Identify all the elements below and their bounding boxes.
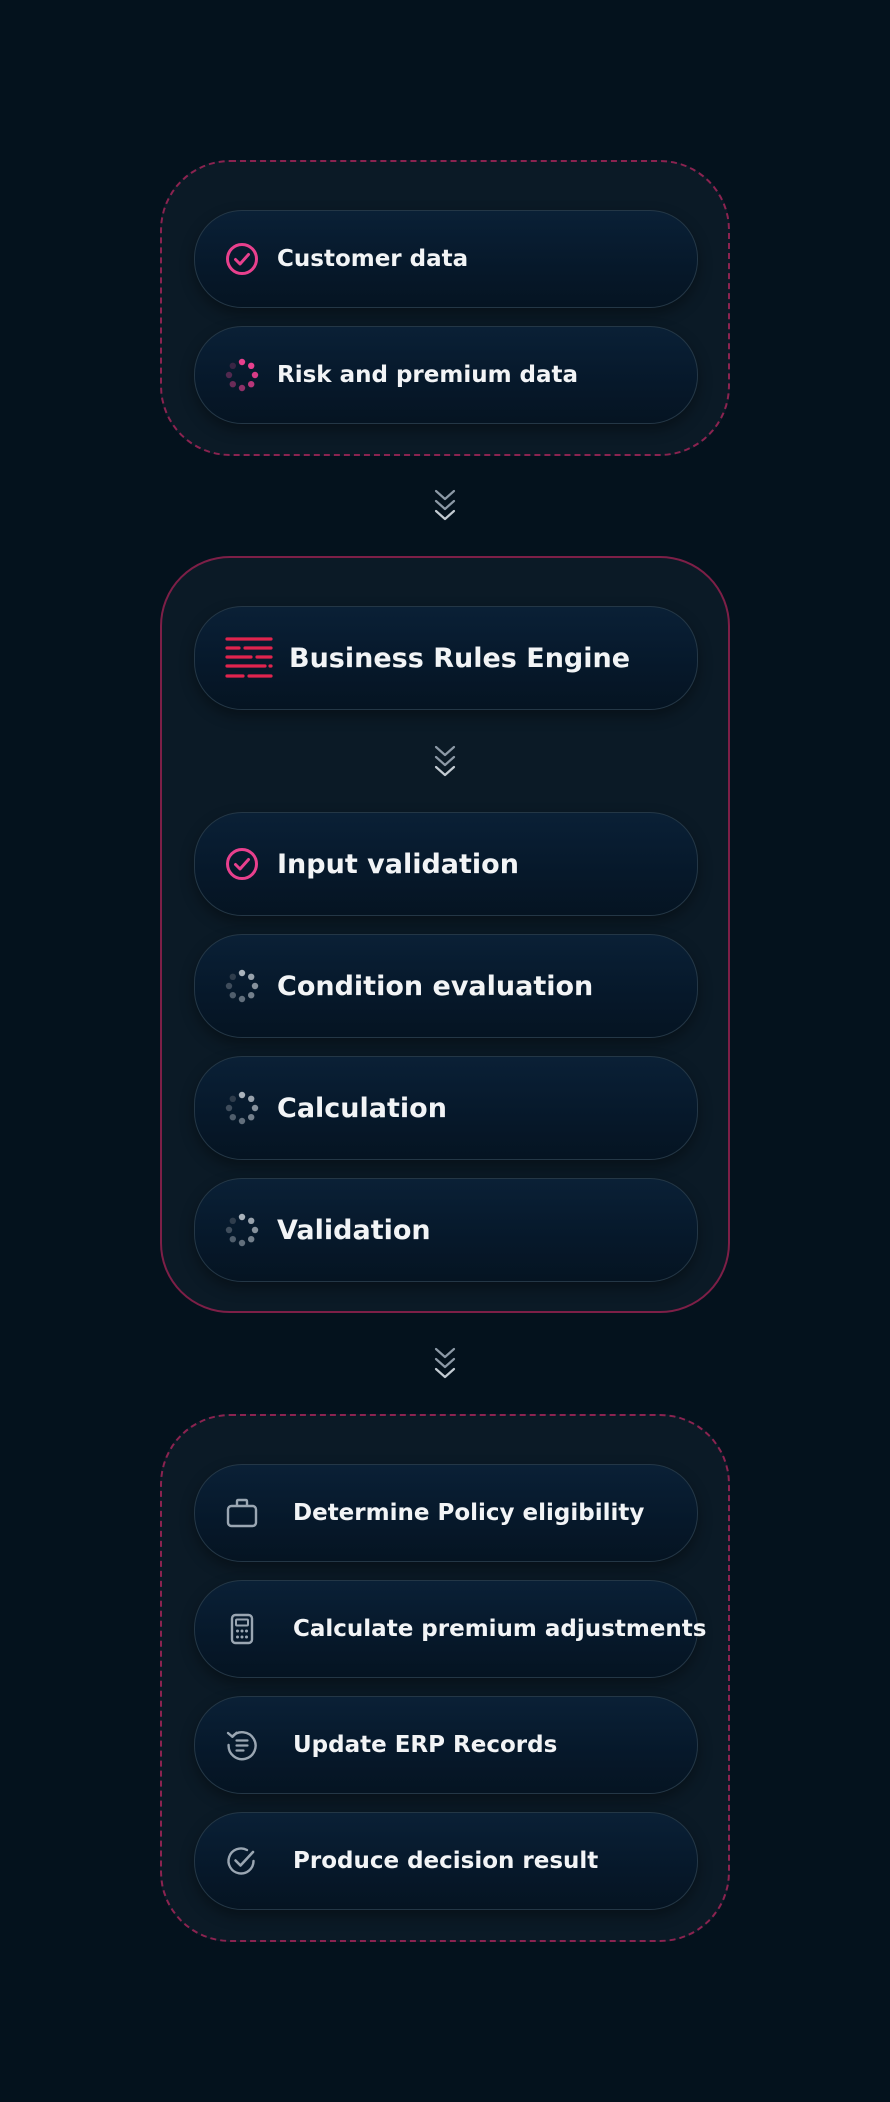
input-data-group: Customer data Risk and premium data	[160, 160, 730, 456]
engine-step-label: Calculation	[277, 1092, 447, 1124]
chevrons-down-icon	[434, 489, 456, 521]
engine-step-label: Input validation	[277, 848, 519, 880]
engine-step-condition-evaluation[interactable]: Condition evaluation	[194, 934, 698, 1038]
input-item-label: Customer data	[277, 246, 469, 272]
output-item-policy-eligibility[interactable]: Determine Policy eligibility	[194, 1464, 698, 1562]
engine-step-label: Condition evaluation	[277, 970, 594, 1002]
output-actions-group: Determine Policy eligibility Calculate p…	[160, 1414, 730, 1942]
engine-step-calculation[interactable]: Calculation	[194, 1056, 698, 1160]
check-badge-icon	[227, 1847, 255, 1875]
output-item-decision-result[interactable]: Produce decision result	[194, 1812, 698, 1910]
business-rules-engine-group: Business Rules Engine Input validation C…	[160, 556, 730, 1313]
output-item-label: Calculate premium adjustments	[293, 1616, 707, 1642]
spinner-icon	[225, 1091, 259, 1125]
engine-title: Business Rules Engine	[289, 642, 631, 674]
output-item-label: Produce decision result	[293, 1848, 599, 1874]
spinner-icon	[225, 969, 259, 1003]
calculator-icon	[230, 1613, 254, 1645]
engine-step-label: Validation	[277, 1214, 431, 1246]
output-item-label: Update ERP Records	[293, 1732, 558, 1758]
engine-step-validation[interactable]: Validation	[194, 1178, 698, 1282]
output-item-premium-adjustments[interactable]: Calculate premium adjustments	[194, 1580, 706, 1678]
input-item-risk-premium-data[interactable]: Risk and premium data	[194, 326, 698, 424]
engine-title-card[interactable]: Business Rules Engine	[194, 606, 698, 710]
briefcase-icon	[226, 1498, 258, 1528]
spinner-icon	[225, 358, 259, 392]
engine-step-input-validation[interactable]: Input validation	[194, 812, 698, 916]
output-item-label: Determine Policy eligibility	[293, 1500, 645, 1526]
chevrons-down-icon	[434, 745, 456, 777]
chevrons-down-icon	[434, 1347, 456, 1379]
history-list-icon	[226, 1731, 257, 1761]
check-circle-icon	[226, 848, 258, 880]
output-item-update-erp[interactable]: Update ERP Records	[194, 1696, 698, 1794]
spinner-icon	[225, 1213, 259, 1247]
input-item-customer-data[interactable]: Customer data	[194, 210, 698, 308]
check-circle-icon	[226, 243, 258, 275]
input-item-label: Risk and premium data	[277, 362, 579, 388]
rules-lines-icon	[225, 637, 273, 678]
